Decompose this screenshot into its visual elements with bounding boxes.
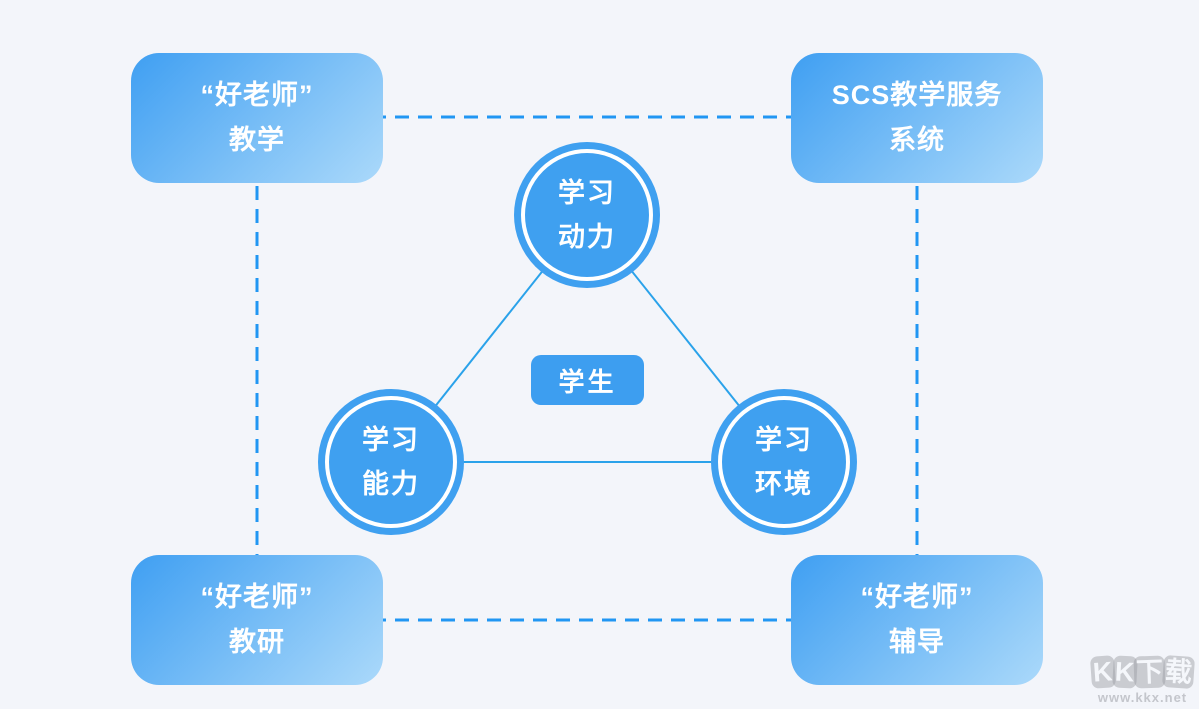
- circle-label-line1: 学习: [755, 425, 813, 455]
- box-label-line1: “好老师”: [200, 582, 314, 612]
- circle-learning-ability: 学习 能力: [318, 389, 464, 535]
- watermark-char: K: [1089, 655, 1116, 689]
- circle-label-line2: 动力: [558, 222, 616, 252]
- box-good-teacher-research: “好老师” 教研: [131, 555, 383, 685]
- box-label-line2: 教学: [229, 125, 285, 155]
- box-label-line2: 系统: [889, 125, 945, 155]
- circle-learning-motivation: 学习 动力: [514, 142, 660, 288]
- box-label-line2: 教研: [229, 627, 285, 657]
- box-scs-teaching-service-system: SCS教学服务 系统: [791, 53, 1043, 183]
- circle-learning-environment: 学习 环境: [711, 389, 857, 535]
- watermark-char: 载: [1161, 654, 1196, 690]
- box-label-line2: 辅导: [889, 627, 945, 657]
- circle-label-line1: 学习: [558, 178, 616, 208]
- box-label-line1: “好老师”: [860, 582, 974, 612]
- box-label-line1: “好老师”: [200, 80, 314, 110]
- watermark-logo: KK下载: [1089, 654, 1196, 690]
- watermark-char: 下: [1133, 655, 1166, 689]
- circle-label-line2: 能力: [362, 469, 420, 499]
- watermark-url: www.kkx.net: [1097, 690, 1188, 705]
- watermark: KK下载 www.kkx.net: [1089, 654, 1196, 705]
- box-good-teacher-tutoring: “好老师” 辅导: [791, 555, 1043, 685]
- box-good-teacher-teaching: “好老师” 教学: [131, 53, 383, 183]
- box-label-line1: SCS教学服务: [831, 80, 1003, 110]
- circle-label-line1: 学习: [362, 425, 420, 455]
- circle-label-line2: 环境: [755, 469, 813, 499]
- student-label: 学生: [531, 355, 644, 405]
